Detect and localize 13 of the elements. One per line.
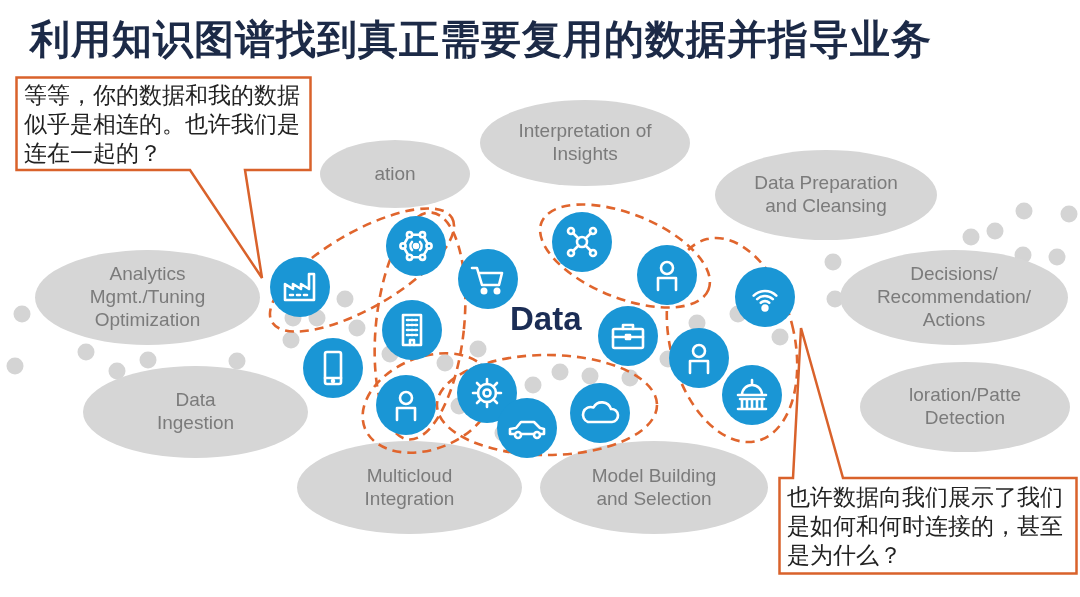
topic-label: loration/Patte Detection: [908, 384, 1022, 430]
topic-label: Analytics Mgmt./Tuning Optimization: [88, 263, 207, 332]
callout-text: 等等，你的数据和我的数据似乎是相连的。也许我们是连在一起的？: [24, 81, 301, 169]
topic-label: Interpretation of Insights: [517, 120, 653, 166]
topic-label: Multicloud Integration: [363, 464, 456, 511]
topic-label: Model Building and Selection: [590, 464, 718, 511]
center-label: Data: [510, 300, 582, 338]
topic-label: Decisions/ Recommendation/ Actions: [875, 263, 1033, 332]
slide-title: 利用知识图谱找到真正需要复用的数据并指导业务: [30, 15, 932, 64]
topic-label: Data Preparation and Cleansing: [753, 172, 899, 218]
callout-text: 也许数据向我们展示了我们是如何和何时连接的，甚至是为什么？: [787, 483, 1064, 571]
topic-label: ation: [374, 162, 416, 186]
topic-label: Data Ingestion: [155, 389, 236, 435]
